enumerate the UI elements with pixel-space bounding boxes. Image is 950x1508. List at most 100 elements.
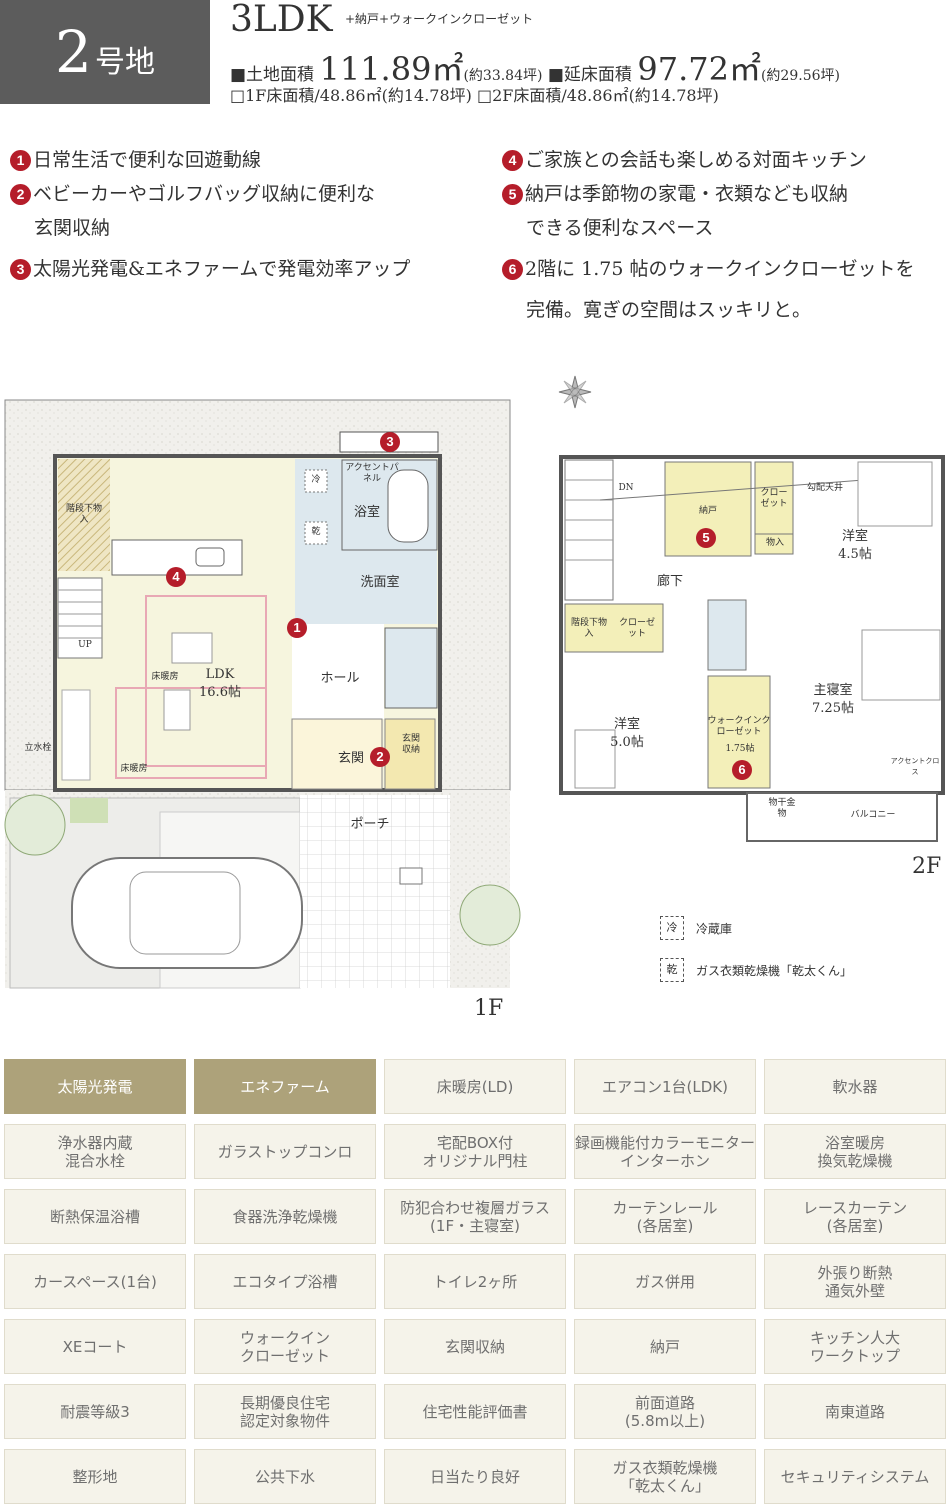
pin-4: 4 <box>166 567 186 587</box>
area-line: ■土地面積 111.89㎡(約33.84坪) ■延床面積 97.72㎡(約29.… <box>230 44 840 90</box>
equipment-label: 耐震等級3 <box>60 1402 130 1421</box>
pin-2: 2 <box>370 747 390 767</box>
master-bedroom-label: 主寝室 <box>813 683 853 698</box>
equipment-label: エコタイプ浴槽 <box>232 1272 338 1291</box>
entry-storage-label: 玄関収納 <box>401 734 420 755</box>
storeroom-label: 納戸 <box>698 506 717 516</box>
dryer-mark: 乾 <box>311 527 321 537</box>
equipment-item: 前面道路 (5.8m以上) <box>574 1384 756 1439</box>
equipment-label: 玄関収納 <box>444 1337 505 1356</box>
equipment-item: ガラストップコンロ <box>194 1124 376 1179</box>
floor-heat-label: 床暖房 <box>151 672 179 682</box>
ldk-label: LDK <box>205 667 235 682</box>
sloped-ceiling-label: 勾配天井 <box>806 483 843 493</box>
equipment-item: 南東道路 <box>764 1384 946 1439</box>
ldk-size: 16.6帖 <box>199 685 241 700</box>
equipment-label: 日当たり良好 <box>429 1467 520 1486</box>
equipment-label: ウォークイン クローゼット <box>239 1328 330 1365</box>
fridge-mark: 冷 <box>311 475 321 485</box>
plan-type: 3LDK <box>230 0 333 40</box>
equipment-item: ガス衣類乾燥機 「乾太くん」 <box>574 1449 756 1504</box>
equipment-item: 玄関収納 <box>384 1319 566 1374</box>
floor-heat-label: 床暖房 <box>120 764 148 774</box>
equipment-item: カースペース(1台) <box>4 1254 186 1309</box>
equipment-label: XEコート <box>62 1337 128 1356</box>
equipment-label: トイレ2ヶ所 <box>432 1272 518 1291</box>
floor-1-label: 1F <box>474 996 504 1021</box>
equipment-item: ガス併用 <box>574 1254 756 1309</box>
equipment-item: 食器洗浄乾燥機 <box>194 1189 376 1244</box>
equipment-item: キッチン人大 ワークトップ <box>764 1319 946 1374</box>
pin-1: 1 <box>287 618 307 638</box>
closet-2-label: クローゼット <box>618 618 655 639</box>
western-room-1-label: 洋室 <box>841 529 868 544</box>
equipment-item: 公共下水 <box>194 1449 376 1504</box>
floor-2-label: 2F <box>912 854 942 879</box>
equipment-item: 床暖房(LD) <box>384 1059 566 1114</box>
western-room-1-size: 4.5帖 <box>838 547 872 562</box>
master-bedroom-size: 7.25帖 <box>812 701 854 716</box>
feature-number: 2 <box>10 184 31 205</box>
equipment-item: カーテンレール (各居室) <box>574 1189 756 1244</box>
equipment-label: 長期優良住宅 認定対象物件 <box>239 1393 330 1430</box>
feature-text: 納戸は季節物の家電・衣類なども収納 <box>525 183 849 205</box>
floor-area-value: 97.72㎡ <box>637 50 761 88</box>
pin-5: 5 <box>696 528 716 548</box>
equipment-label: ガス併用 <box>634 1272 695 1291</box>
equipment-item: レースカーテン (各居室) <box>764 1189 946 1244</box>
wic-label: ウォークインクローゼット <box>707 716 771 737</box>
feature-number: 1 <box>10 150 31 171</box>
equipment-item: 防犯合わせ複層ガラス (1F・主寝室) <box>384 1189 566 1244</box>
equipment-label: 外張り断熱 通気外壁 <box>817 1263 893 1300</box>
equipment-label: 録画機能付カラーモニター インターホン <box>575 1133 756 1170</box>
equipment-label: 断熱保温浴槽 <box>49 1207 140 1226</box>
equipment-label: キッチン人大 ワークトップ <box>809 1328 900 1365</box>
accent-panel-label: アクセントパネル <box>345 463 399 484</box>
lot-badge: 2 号地 <box>0 0 210 104</box>
pin-6: 6 <box>732 760 752 780</box>
equipment-item: 浴室暖房 換気乾燥機 <box>764 1124 946 1179</box>
equipment-label: カーテンレール (各居室) <box>612 1198 718 1235</box>
equipment-label: 納戸 <box>649 1337 680 1356</box>
equipment-label: 食器洗浄乾燥機 <box>232 1207 338 1226</box>
equipment-item: 住宅性能評価書 <box>384 1384 566 1439</box>
equipment-label: 浄水器内蔵 混合水栓 <box>57 1133 133 1170</box>
equipment-label: 床暖房(LD) <box>436 1077 514 1096</box>
equipment-label: レースカーテン (各居室) <box>802 1198 908 1235</box>
land-area-value: 111.89㎡ <box>319 50 464 88</box>
equipment-label: 宅配BOX付 オリジナル門柱 <box>422 1133 528 1170</box>
faucet-label: 立水栓 <box>24 743 52 753</box>
entrance-label: 玄関 <box>337 751 364 766</box>
wic-size: 1.75帖 <box>725 744 755 754</box>
plan-sub: +納戸+ウォークインクローゼット <box>345 12 534 26</box>
up-label: UP <box>78 640 92 650</box>
equipment-item: 納戸 <box>574 1319 756 1374</box>
floor-plan-drawing <box>4 375 945 989</box>
dryer-legend-mark: 乾 <box>660 958 684 982</box>
equipment-item: 整形地 <box>4 1449 186 1504</box>
feature-number: 5 <box>502 184 523 205</box>
equipment-item: ウォークイン クローゼット <box>194 1319 376 1374</box>
equipment-label: 浴室暖房 換気乾燥機 <box>817 1133 893 1170</box>
feature-number: 4 <box>502 150 523 171</box>
equipment-label: セキュリティシステム <box>780 1467 930 1486</box>
equipment-label: ガラストップコンロ <box>217 1142 353 1161</box>
stair-storage-label: 階段下物入 <box>65 504 102 525</box>
equipment-item: 断熱保温浴槽 <box>4 1189 186 1244</box>
feature-number: 3 <box>10 259 31 280</box>
equipment-item: 軟水器 <box>764 1059 946 1114</box>
equipment-item: エネファーム <box>194 1059 376 1114</box>
western-room-2-label: 洋室 <box>613 717 640 732</box>
equipment-label: エネファーム <box>240 1077 330 1096</box>
accent-cloth-label: アクセントクロス <box>890 757 940 776</box>
equipment-item: 宅配BOX付 オリジナル門柱 <box>384 1124 566 1179</box>
feature-text: 2階に 1.75 帖のウォークインクローゼットを <box>525 258 915 280</box>
equipment-label: エアコン1台(LDK) <box>602 1077 728 1096</box>
feature-6-cont: 完備。寛ぎの空間はスッキリと。 <box>526 299 812 321</box>
floor-area-tsubo: (約29.56坪) <box>760 68 840 84</box>
equipment-item: 耐震等級3 <box>4 1384 186 1439</box>
